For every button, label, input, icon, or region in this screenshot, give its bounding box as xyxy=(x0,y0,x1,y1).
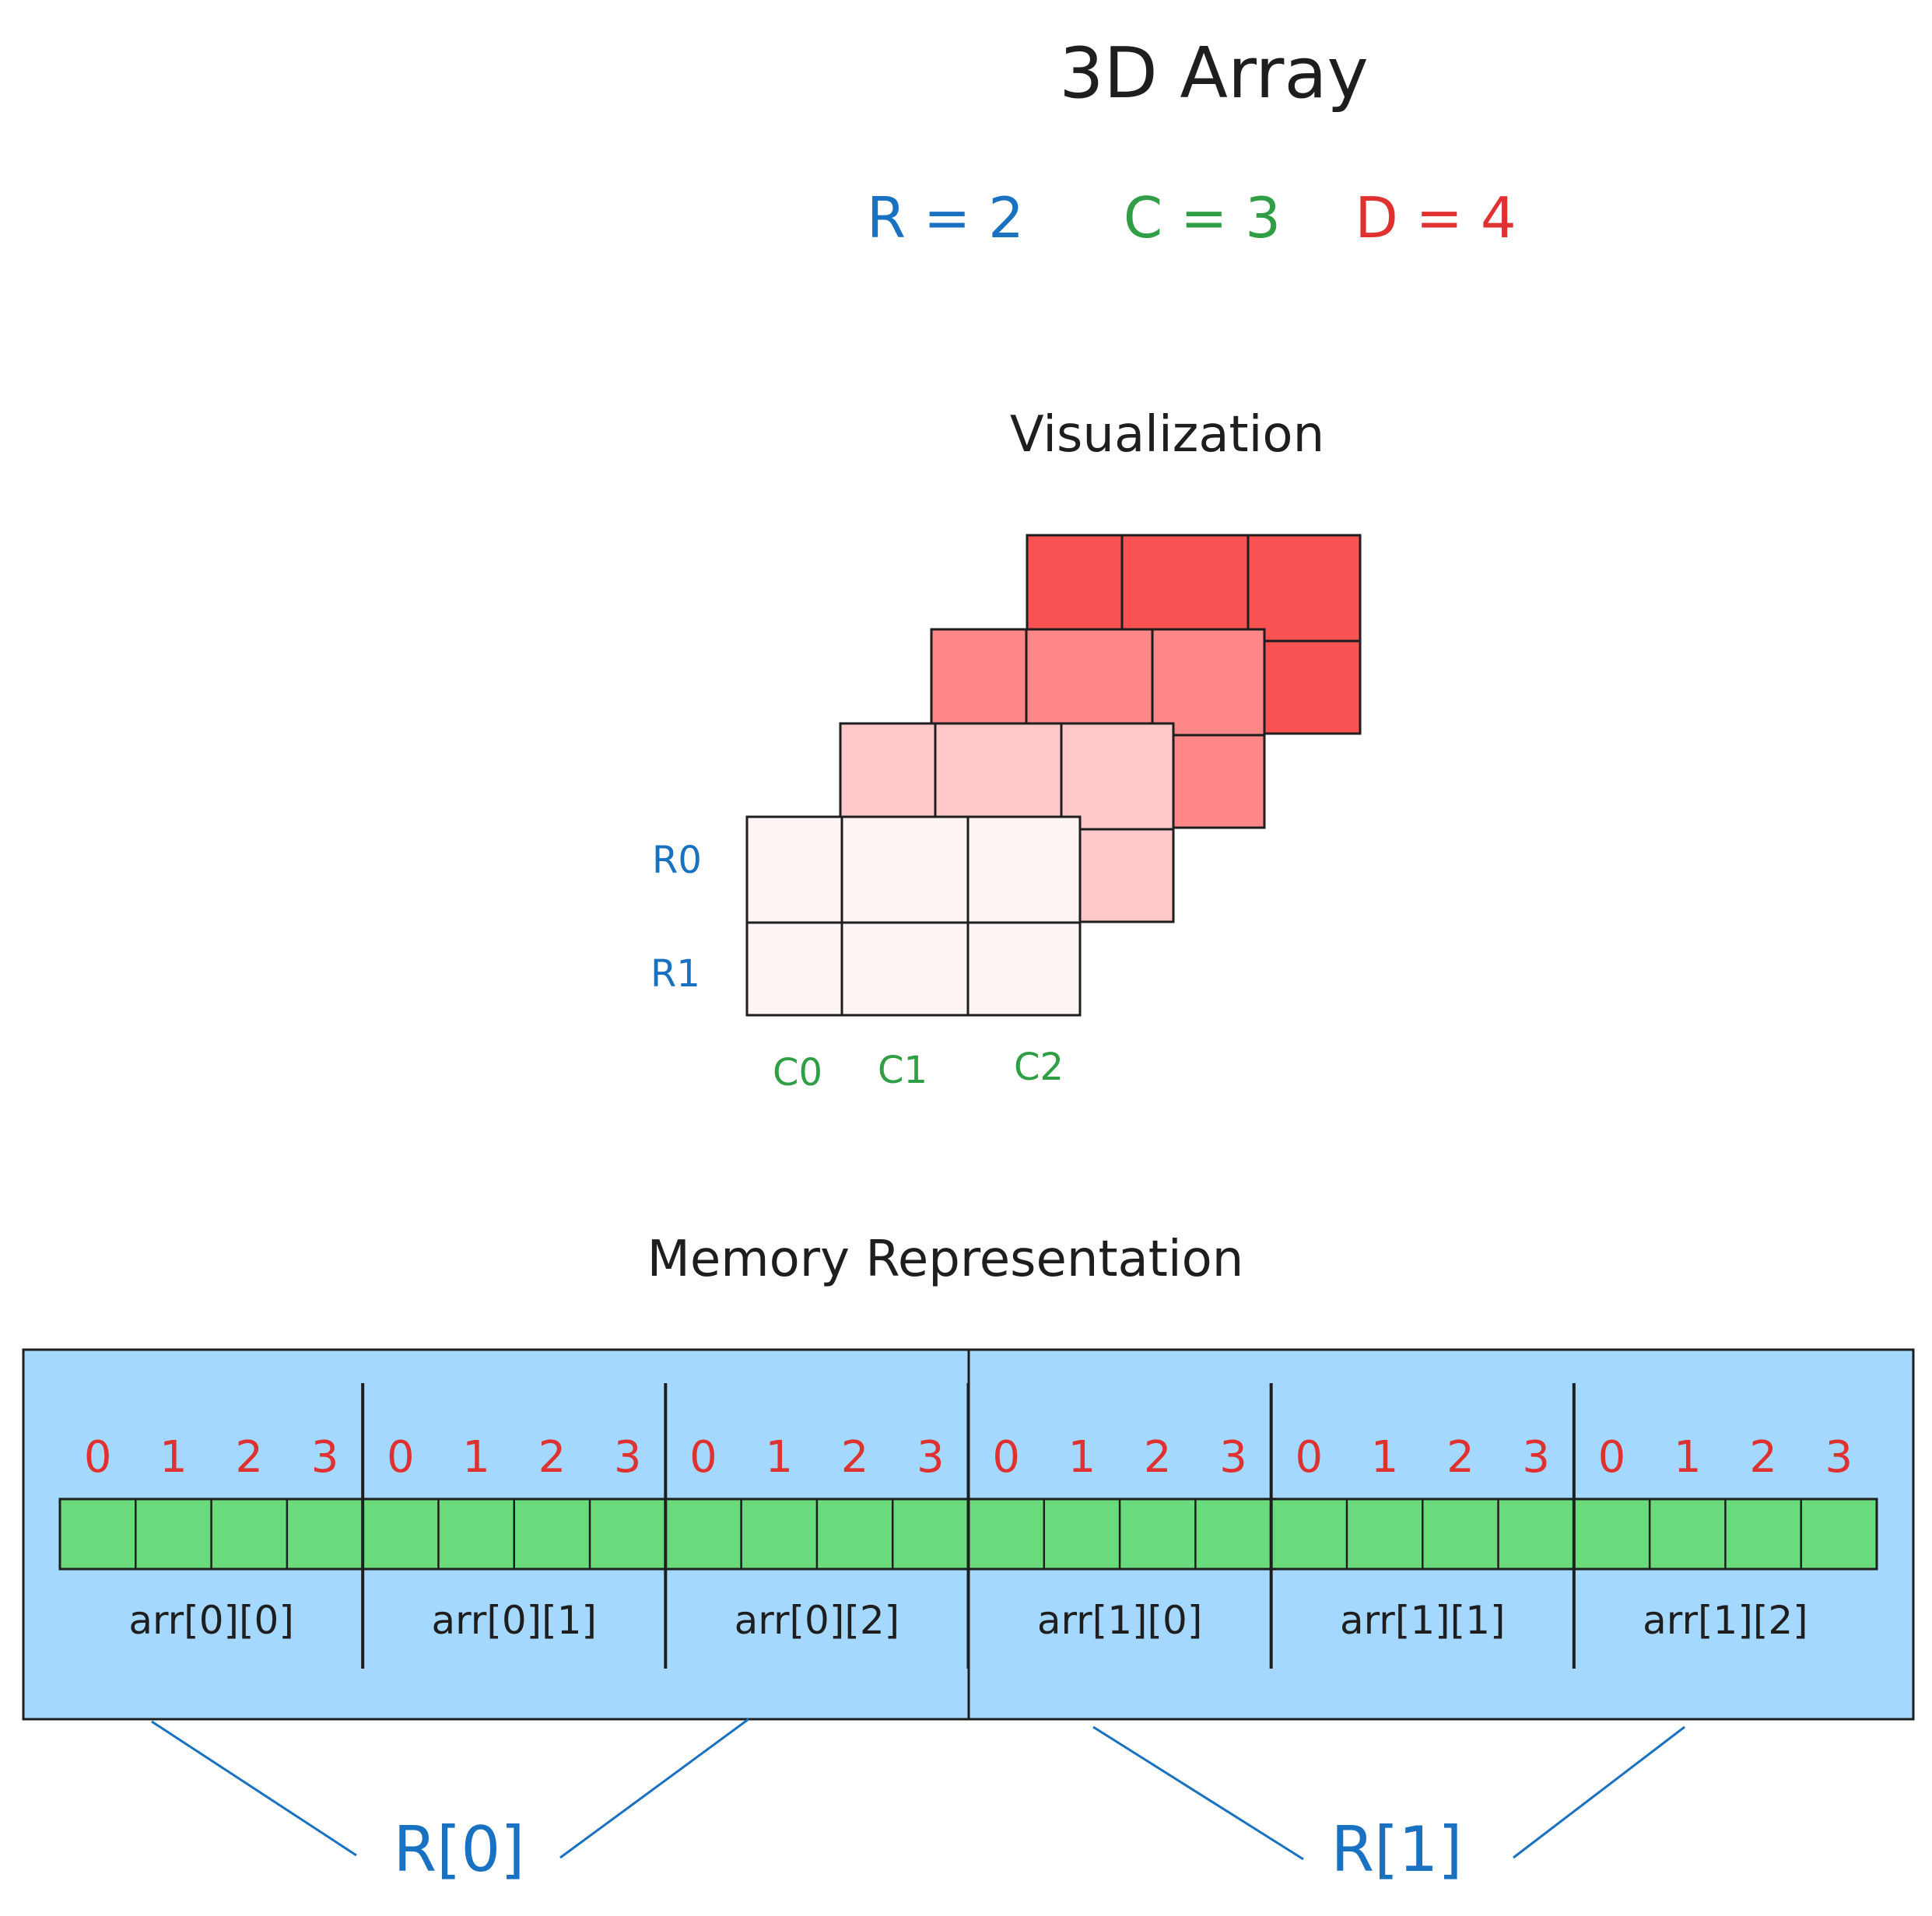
col-label-1: C1 xyxy=(878,1049,927,1092)
row-label-0: R0 xyxy=(652,839,702,882)
depth-index-label: 2 xyxy=(1446,1432,1474,1483)
visualization-heading: Visualization xyxy=(1010,406,1324,464)
array-visualization: R0 R1 C0 C1 C2 xyxy=(650,534,1362,1095)
depth-index-label: 1 xyxy=(462,1432,490,1483)
block-label: arr[0][0] xyxy=(128,1598,294,1643)
depth-index-label: 2 xyxy=(538,1432,566,1483)
memory-heading: Memory Representation xyxy=(647,1231,1244,1288)
depth-index-label: 1 xyxy=(160,1432,188,1483)
dimension-depth: D = 4 xyxy=(1355,185,1516,250)
depth-index-label: 0 xyxy=(992,1432,1020,1483)
row-group-annotations: R[0] R[1] xyxy=(151,1718,1685,1886)
depth-index-label: 0 xyxy=(1295,1432,1323,1483)
page-title: 3D Array xyxy=(1059,33,1369,114)
col-label-0: C0 xyxy=(773,1051,822,1095)
block-label: arr[1][0] xyxy=(1037,1598,1203,1643)
connector-r1-left xyxy=(1092,1725,1304,1861)
depth-index-label: 0 xyxy=(387,1432,415,1483)
depth-index-label: 3 xyxy=(917,1432,945,1483)
block-labels: arr[0][0] arr[0][1] arr[0][2] arr[1][0] arr[… xyxy=(128,1598,1808,1643)
connector-r1-right xyxy=(1513,1725,1685,1859)
block-label: arr[1][2] xyxy=(1643,1598,1808,1643)
block-separators xyxy=(361,1383,1576,1669)
dimension-cols: C = 3 xyxy=(1124,185,1281,250)
depth-index-label: 0 xyxy=(689,1432,717,1483)
depth-index-label: 1 xyxy=(1371,1432,1399,1483)
depth-index-label: 1 xyxy=(765,1432,793,1483)
depth-index-label: 3 xyxy=(1219,1432,1247,1483)
row-group-label-0: R[0] xyxy=(394,1813,525,1886)
block-label: arr[0][1] xyxy=(431,1598,597,1643)
depth-index-label: 0 xyxy=(1598,1432,1626,1483)
dimension-formula: R = 2 C = 3 D = 4 xyxy=(867,185,1516,250)
dimension-rows: R = 2 xyxy=(867,185,1024,250)
depth-index-label: 1 xyxy=(1674,1432,1702,1483)
col-label-2: C2 xyxy=(1014,1046,1064,1089)
row-group-label-1: R[1] xyxy=(1331,1813,1463,1886)
row-label-1: R1 xyxy=(650,952,700,996)
depth-index-label: 3 xyxy=(614,1432,642,1483)
depth-index-label: 2 xyxy=(841,1432,869,1483)
depth-index-label: 2 xyxy=(1749,1432,1777,1483)
connector-r0-left xyxy=(151,1720,357,1857)
depth-index-label: 0 xyxy=(84,1432,112,1483)
depth-index-label: 3 xyxy=(1825,1432,1853,1483)
block-label: arr[0][2] xyxy=(735,1598,900,1643)
depth-layer-0 xyxy=(745,815,1082,1017)
depth-index-label: 3 xyxy=(1522,1432,1550,1483)
depth-index-label: 3 xyxy=(311,1432,339,1483)
depth-index-label: 2 xyxy=(235,1432,263,1483)
connector-r0-right xyxy=(559,1718,749,1859)
depth-index-label: 1 xyxy=(1068,1432,1096,1483)
layer-body xyxy=(745,815,1082,1017)
memory-cells xyxy=(135,1499,1802,1569)
block-label: arr[1][1] xyxy=(1340,1598,1506,1643)
depth-index-label: 2 xyxy=(1144,1432,1172,1483)
